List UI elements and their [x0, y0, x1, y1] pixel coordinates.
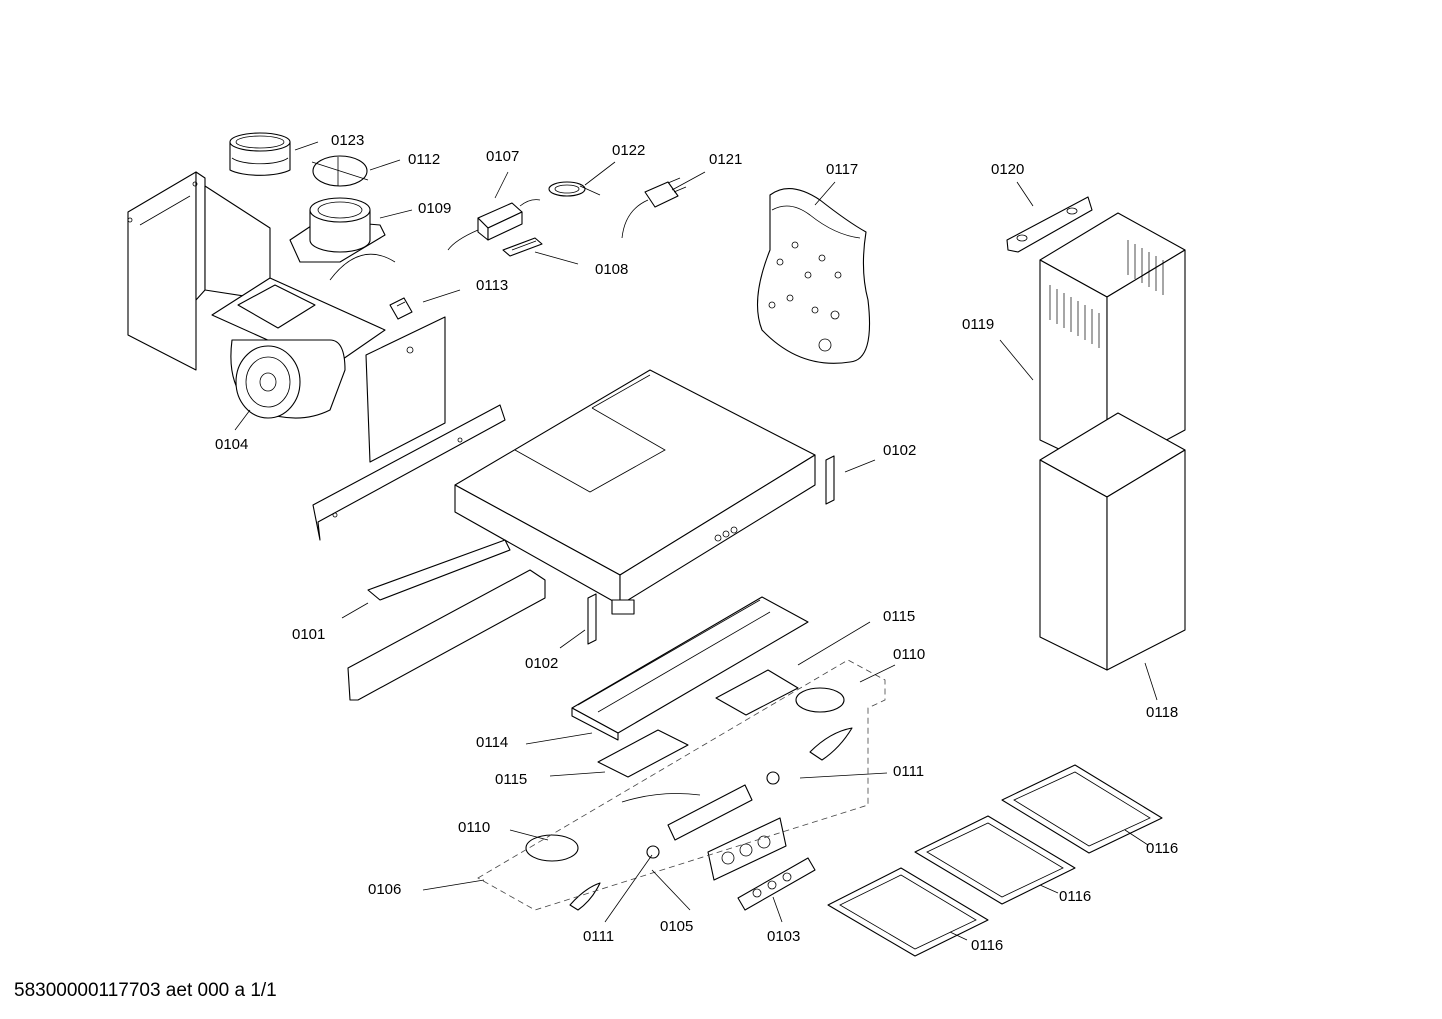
label-0106: 0106 — [368, 881, 401, 898]
label-0113: 0113 — [476, 277, 508, 294]
label-0117: 0117 — [826, 161, 858, 178]
label-0119: 0119 — [962, 316, 994, 333]
part-0104-fan-motor[interactable] — [211, 253, 396, 419]
label-0123: 0123 — [331, 132, 364, 149]
part-0114-light-tray[interactable] — [571, 596, 809, 741]
label-0115-upper: 0115 — [883, 608, 915, 625]
label-0120: 0120 — [991, 161, 1024, 178]
label-0110-upper: 0110 — [893, 646, 925, 663]
part-0123-duct-connector[interactable] — [229, 132, 291, 176]
part-0107-capacitor[interactable] — [447, 199, 541, 251]
part-0108-terminal-strip[interactable] — [502, 237, 543, 257]
label-0116-right: 0116 — [1146, 840, 1178, 857]
part-0115-light-cover[interactable] — [597, 669, 799, 778]
label-0122: 0122 — [612, 142, 645, 159]
part-0120-mounting-bracket[interactable] — [1006, 196, 1093, 253]
label-0108: 0108 — [595, 261, 628, 278]
label-0103: 0103 — [767, 928, 800, 945]
label-0109: 0109 — [418, 200, 451, 217]
part-hood-body — [454, 369, 816, 615]
label-0111-left: 0111 — [583, 928, 614, 945]
part-0109-blower-outlet[interactable] — [289, 197, 386, 263]
label-0121: 0121 — [709, 151, 742, 168]
label-0116-middle: 0116 — [1059, 888, 1091, 905]
part-0111-bulb[interactable] — [569, 727, 853, 911]
label-0110-lower: 0110 — [458, 819, 490, 836]
part-0118-lower-chimney[interactable] — [1039, 412, 1186, 671]
label-0101: 0101 — [292, 626, 325, 643]
label-0112: 0112 — [408, 151, 440, 168]
part-0103-control-fascia[interactable] — [737, 857, 816, 911]
part-0119-upper-chimney[interactable] — [1039, 212, 1186, 473]
label-0102-lower: 0102 — [525, 655, 558, 672]
label-0115-lower: 0115 — [495, 771, 527, 788]
part-0102-hanger-bracket[interactable] — [587, 455, 835, 645]
part-0113-clip[interactable] — [389, 297, 413, 320]
label-0104: 0104 — [215, 436, 248, 453]
label-0118: 0118 — [1146, 704, 1178, 721]
label-0102-upper: 0102 — [883, 442, 916, 459]
part-cover-plate — [365, 316, 446, 463]
leader-lines — [234, 141, 1158, 941]
part-0117-hardware-bag[interactable] — [756, 188, 871, 364]
label-0114: 0114 — [476, 734, 508, 751]
part-0121-power-cord[interactable] — [621, 177, 687, 239]
part-0112-backdraft-flap[interactable] — [311, 155, 369, 187]
label-0116-left: 0116 — [971, 937, 1003, 954]
part-0116-grease-filter[interactable] — [827, 764, 1163, 957]
label-0111-right: 0111 — [893, 763, 924, 780]
label-0105: 0105 — [660, 918, 693, 935]
document-id-footer: 58300000117703 aet 000 a 1/1 — [14, 980, 277, 1001]
part-side-panel — [127, 171, 271, 371]
label-0107: 0107 — [486, 148, 519, 165]
part-0105-switch-unit[interactable] — [621, 784, 787, 881]
part-0110-lamp-holder[interactable] — [525, 687, 845, 862]
part-0122-cable-clamp[interactable] — [548, 181, 601, 197]
part-0106-lighting-kit-outline — [477, 659, 886, 911]
part-0101-front-strip[interactable] — [312, 404, 546, 701]
